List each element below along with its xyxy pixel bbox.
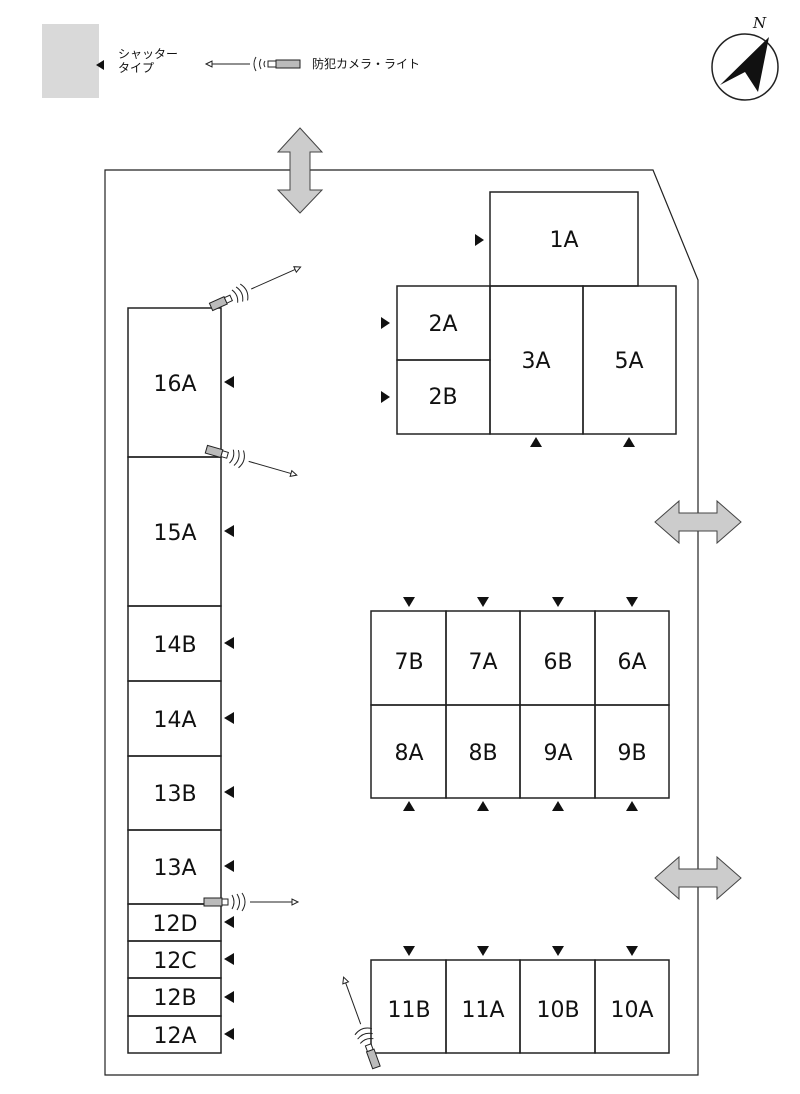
lot-boundary xyxy=(104,169,699,1076)
unit-3A-label: 3A xyxy=(521,349,550,374)
unit-12C-label: 12C xyxy=(153,949,196,974)
unit-10A[interactable] xyxy=(594,959,670,1054)
security-camera-icon xyxy=(208,266,302,312)
shutter-marker-icon xyxy=(224,991,234,1003)
shutter-marker-icon xyxy=(530,437,542,447)
shutter-markers-left-column xyxy=(224,376,234,1040)
unit-14A-label: 14A xyxy=(153,708,196,733)
shutter-marker-icon xyxy=(477,801,489,811)
unit-5A[interactable] xyxy=(582,285,677,435)
shutter-marker-icon xyxy=(477,946,489,956)
shutter-marker-icon xyxy=(224,953,234,965)
compass: N xyxy=(711,14,779,101)
legend-camera-label: 防犯カメラ・ライト xyxy=(312,56,420,71)
block-bottom xyxy=(370,959,670,1054)
legend-shutter-line2: タイプ xyxy=(118,61,154,75)
unit-1A-label: 1A xyxy=(549,228,578,253)
unit-13B-label: 13B xyxy=(153,782,196,807)
unit-12D-label: 12D xyxy=(153,912,198,937)
unit-10A-label: 10A xyxy=(610,998,653,1023)
shutter-marker-icon xyxy=(403,597,415,607)
north-arrow-icon xyxy=(720,37,769,92)
security-camera-icon xyxy=(204,444,298,478)
entrance-arrow-top xyxy=(276,127,324,214)
shutter-marker-icon xyxy=(403,946,415,956)
unit-5A-label: 5A xyxy=(614,349,643,374)
shutter-marker-icon xyxy=(623,437,635,447)
shutter-marker-icon xyxy=(552,801,564,811)
unit-6A-label: 6A xyxy=(617,650,646,675)
shutter-marker-icon xyxy=(224,376,234,388)
shutter-marker-icon xyxy=(626,801,638,811)
shutter-marker-icon xyxy=(475,234,484,246)
unit-12A[interactable] xyxy=(127,1015,222,1054)
block-top-right xyxy=(396,191,677,435)
unit-8B-label: 8B xyxy=(468,741,497,766)
unit-14B-label: 14B xyxy=(153,633,196,658)
shutter-marker-icon xyxy=(403,801,415,811)
unit-7A-label: 7A xyxy=(468,650,497,675)
shutter-marker-icon xyxy=(626,597,638,607)
unit-9A-label: 9A xyxy=(543,741,572,766)
block-middle xyxy=(370,610,670,799)
unit-11A-label: 11A xyxy=(461,998,504,1023)
shutter-markers-bottom xyxy=(403,946,638,956)
shutter-markers-middle xyxy=(403,597,638,811)
unit-9B-label: 9B xyxy=(617,741,646,766)
shutter-marker-icon xyxy=(626,946,638,956)
unit-12B-label: 12B xyxy=(153,986,196,1011)
shutter-marker-icon xyxy=(552,597,564,607)
unit-2B-label: 2B xyxy=(428,385,457,410)
shutter-marker-icon xyxy=(552,946,564,956)
unit-16A-label: 16A xyxy=(153,372,196,397)
unit-15A-label: 15A xyxy=(153,521,196,546)
unit-11B-label: 11B xyxy=(387,998,430,1023)
compass-north-label: N xyxy=(752,14,767,32)
security-camera-icon xyxy=(203,892,300,912)
shutter-marker-icon xyxy=(381,391,390,403)
unit-7B-label: 7B xyxy=(394,650,423,675)
block-left-column xyxy=(127,307,222,1054)
unit-6B-label: 6B xyxy=(543,650,572,675)
unit-9B[interactable] xyxy=(594,704,670,799)
shutter-marker-icon xyxy=(224,916,234,928)
shutter-marker-icon xyxy=(381,317,390,329)
shutter-marker-icon xyxy=(224,1028,234,1040)
shutter-marker-icon xyxy=(224,525,234,537)
legend-camera-icon xyxy=(204,56,301,72)
unit-10B-label: 10B xyxy=(536,998,579,1023)
unit-13A-label: 13A xyxy=(153,856,196,881)
legend-shutter-line1: シャッター xyxy=(118,47,178,61)
shutter-marker-icon xyxy=(224,860,234,872)
entrance-arrow-right-upper xyxy=(654,499,742,545)
legend-shutter-swatch xyxy=(42,24,99,98)
unit-12A-label: 12A xyxy=(153,1024,196,1049)
shutter-markers-top-right xyxy=(381,234,635,447)
entrance-arrow-right-lower xyxy=(654,855,742,901)
shutter-marker-icon xyxy=(224,786,234,798)
shutter-marker-icon xyxy=(477,597,489,607)
security-camera-icon xyxy=(342,976,381,1070)
unit-2A-label: 2A xyxy=(428,312,457,337)
shutter-marker-icon xyxy=(224,712,234,724)
legend-shutter-marker-icon xyxy=(96,60,104,70)
unit-8A-label: 8A xyxy=(394,741,423,766)
legend: シャッター タイプ 防犯カメラ・ライト xyxy=(42,24,420,98)
shutter-marker-icon xyxy=(224,637,234,649)
